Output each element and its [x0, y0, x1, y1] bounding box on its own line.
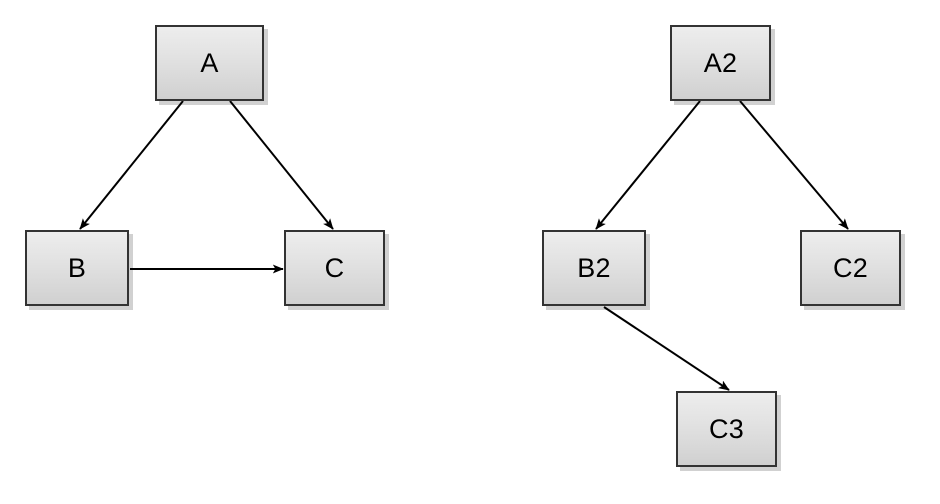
edge-group	[79, 100, 849, 391]
node-label-c3: C3	[709, 413, 744, 444]
node-c[interactable]: C	[284, 230, 385, 306]
node-label-c2: C2	[833, 252, 868, 283]
node-a[interactable]: A	[155, 25, 264, 101]
node-c2[interactable]: C2	[800, 230, 901, 306]
node-label-b: B	[67, 252, 87, 283]
node-c3[interactable]: C3	[676, 391, 777, 467]
edge-a2-to-c2	[739, 100, 849, 230]
node-label-a: A	[200, 47, 219, 78]
edge-b2-to-c3	[603, 306, 730, 391]
node-b[interactable]: B	[25, 230, 129, 306]
node-a2[interactable]: A2	[670, 25, 771, 101]
node-label-c: C	[324, 252, 345, 283]
edge-a-to-b	[79, 100, 184, 230]
node-b2[interactable]: B2	[542, 230, 646, 306]
edge-a2-to-b2	[595, 100, 701, 230]
edge-a-to-c	[229, 100, 334, 230]
node-label-a2: A2	[703, 47, 738, 78]
node-label-b2: B2	[577, 252, 611, 283]
